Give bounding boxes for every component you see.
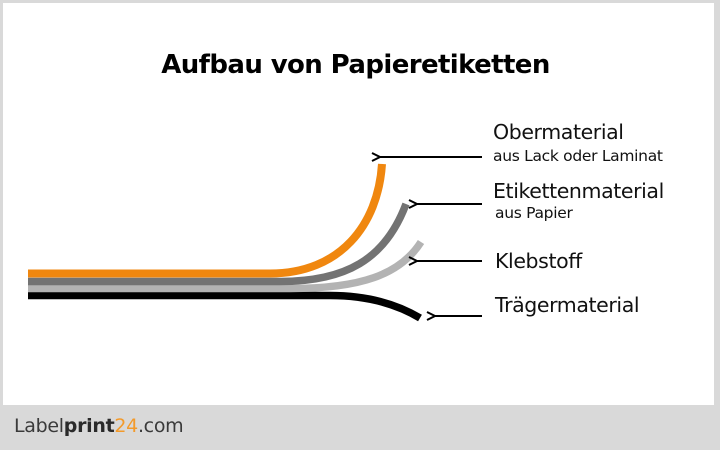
label-traegermaterial: Trägermaterial bbox=[495, 293, 640, 317]
footer-bar: Labelprint24.com bbox=[0, 405, 720, 450]
logo-text-24: 24 bbox=[114, 415, 138, 437]
layer-traegermaterial bbox=[28, 291, 422, 322]
sublabel-obermaterial: aus Lack oder Laminat bbox=[493, 147, 663, 165]
logo-text-print: print bbox=[63, 415, 115, 437]
layer-klebstoff bbox=[28, 239, 425, 293]
logo-text-label: Label bbox=[14, 415, 64, 437]
diagram-panel bbox=[3, 3, 714, 405]
logo-text-com: .com bbox=[137, 415, 184, 437]
brand-logo: Labelprint24.com bbox=[14, 415, 184, 437]
label-obermaterial: Obermaterial bbox=[493, 120, 624, 144]
layer-obermaterial bbox=[28, 163, 386, 278]
label-etikettenmaterial: Etikettenmaterial bbox=[493, 179, 664, 203]
label-klebstoff: Klebstoff bbox=[495, 249, 582, 273]
layer-etikettenmaterial bbox=[28, 202, 410, 286]
sublabel-etikettenmaterial: aus Papier bbox=[495, 204, 573, 222]
diagram-title: Aufbau von Papieretiketten bbox=[161, 50, 550, 80]
